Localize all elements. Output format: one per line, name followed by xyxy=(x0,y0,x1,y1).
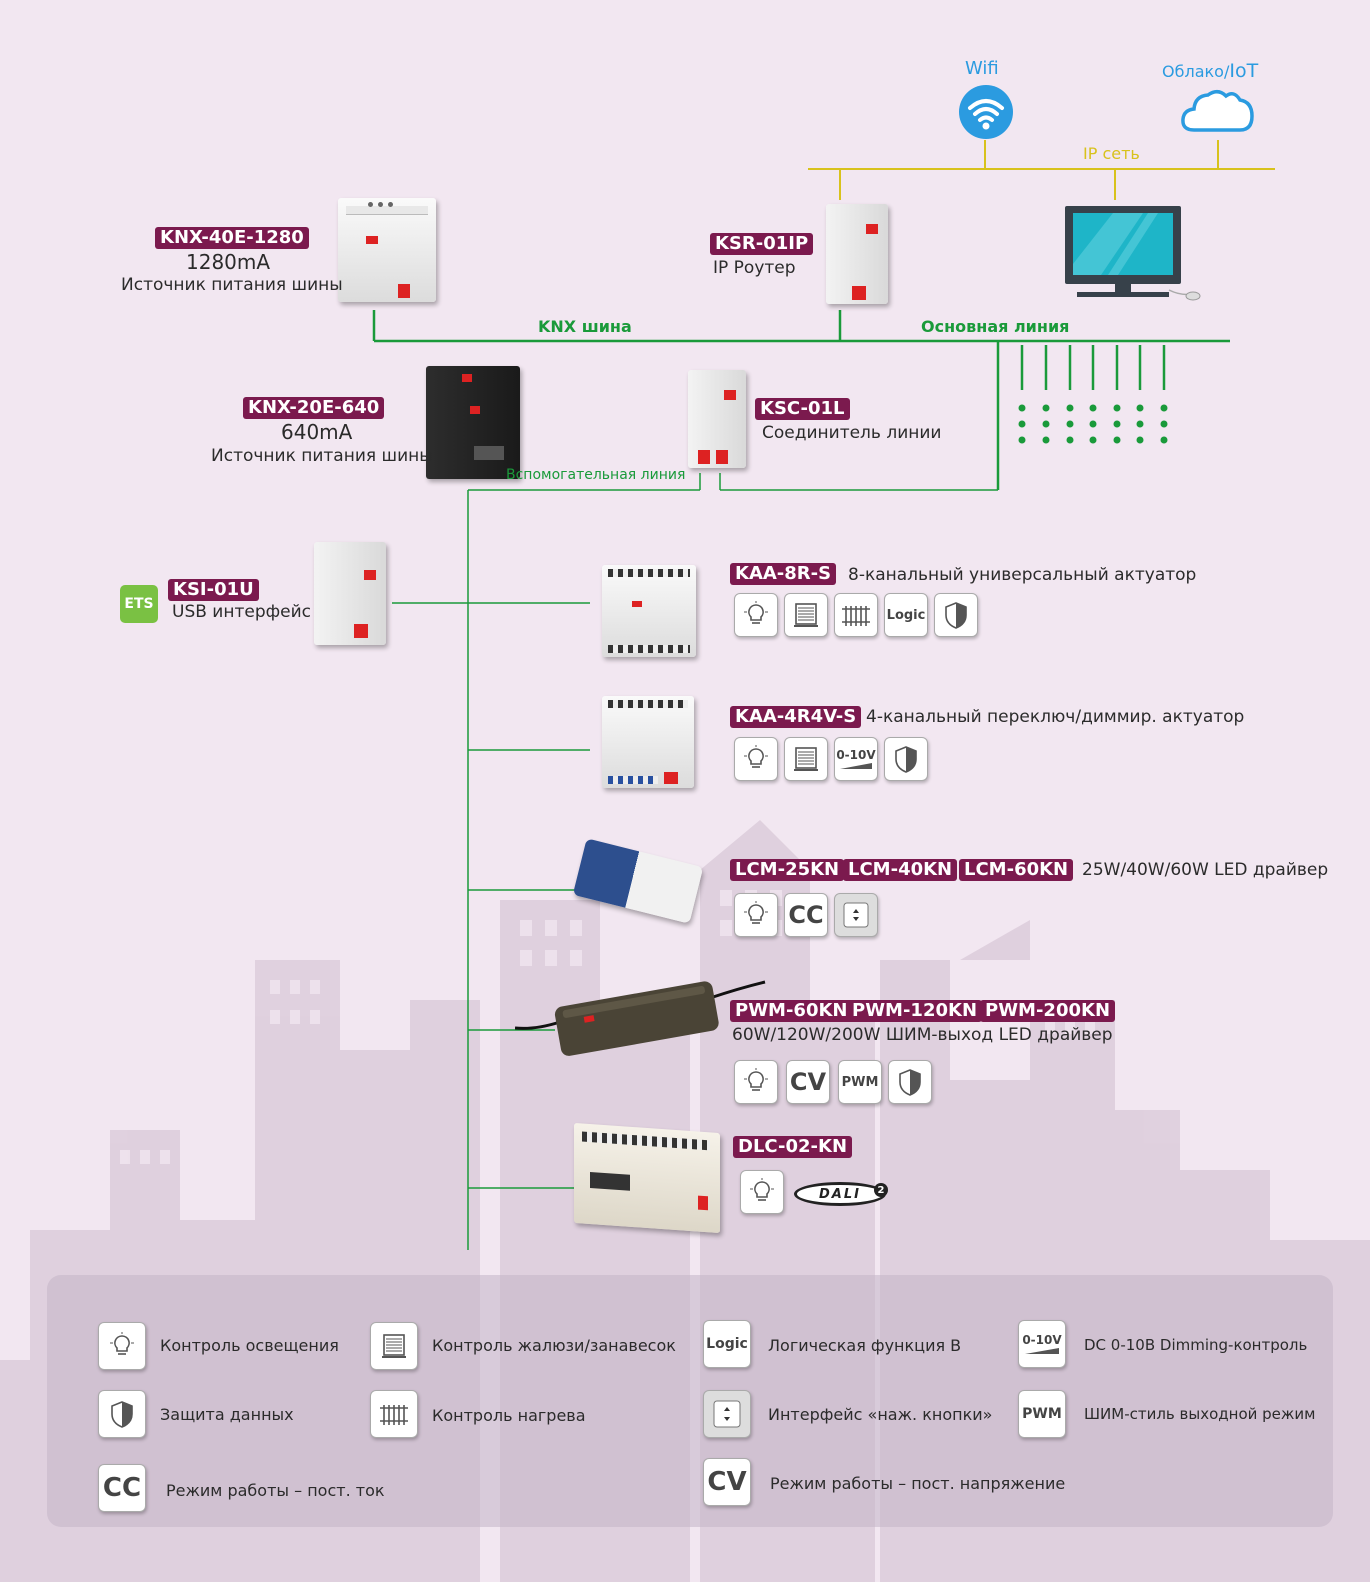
ksi-01u-description: USB интерфейс xyxy=(172,602,312,622)
lcm-60kn-model-tag: LCM-60KN xyxy=(959,859,1074,881)
legend-light-icon xyxy=(98,1322,146,1370)
ksi-01u-model-tag: KSI-01U xyxy=(168,579,259,601)
cloud-icon xyxy=(1181,90,1254,132)
ksc-01l-model-tag: KSC-01L xyxy=(755,398,850,420)
pwm-60kn-model-tag: PWM-60KN xyxy=(730,1000,853,1022)
knx-bus-label: KNX шина xyxy=(538,317,632,336)
kaa-4r4v-s-device-image xyxy=(602,696,694,788)
pwm-description: 60W/120W/200W ШИМ-выход LED драйвер xyxy=(732,1025,1113,1045)
knx-40e-1280-model-tag: KNX-40E-1280 xyxy=(155,227,309,249)
dlc-02-kn-model-tag: DLC-02-KN xyxy=(733,1136,853,1158)
ip-network-label: IP сеть xyxy=(1083,144,1140,163)
wifi-label: Wifi xyxy=(965,58,999,79)
pwm-led-driver-device-image xyxy=(515,980,766,1056)
pwm-200kn-model-tag: PWM-200KN xyxy=(980,1000,1116,1022)
knx-20e-640-current: 640mA xyxy=(281,420,353,444)
kaa-8r-s-model-tag: KAA-8R-S xyxy=(730,563,837,585)
legend-pwm-label: ШИМ-стиль выходной режим xyxy=(1084,1405,1316,1423)
knx-40e-1280-description: Источник питания шины xyxy=(121,275,343,295)
legend-cc-icon: CC xyxy=(98,1464,146,1512)
light-control-icon xyxy=(734,1060,778,1104)
lcm-25kn-model-tag: LCM-25KN xyxy=(730,859,845,881)
kaa-8r-s-device-image xyxy=(602,565,696,657)
knx-20e-640-model-tag: KNX-20E-640 xyxy=(243,397,385,419)
knx-40e-1280-current: 1280mA xyxy=(186,250,271,274)
light-control-icon xyxy=(734,893,778,937)
legend-button-icon xyxy=(703,1390,751,1438)
kaa-8r-s-description: 8-канальный универсальный актуатор xyxy=(848,565,1197,585)
logic-function-icon: Logic xyxy=(884,593,928,637)
legend-security-icon xyxy=(98,1390,146,1438)
legend-pwm-icon: PWM xyxy=(1018,1390,1066,1438)
legend-cv-label: Режим работы – пост. напряжение xyxy=(770,1474,1066,1493)
dlc-02-kn-device-image xyxy=(574,1122,720,1234)
legend-button-label: Интерфейс «наж. кнопки» xyxy=(768,1405,993,1424)
lcm-description: 25W/40W/60W LED драйвер xyxy=(1082,860,1329,880)
light-control-icon xyxy=(740,1170,784,1214)
security-shield-icon xyxy=(888,1060,932,1104)
security-shield-icon xyxy=(884,737,928,781)
legend-blinds-icon xyxy=(370,1322,418,1370)
push-button-interface-icon xyxy=(834,893,878,937)
lcm-40kn-model-tag: LCM-40KN xyxy=(843,859,958,881)
light-control-icon xyxy=(734,737,778,781)
ksr-01ip-description: IP Роутер xyxy=(713,258,796,278)
kaa-4r4v-s-description: 4-канальный переключ/диммир. актуатор xyxy=(866,707,1245,727)
blinds-control-icon xyxy=(784,593,828,637)
legend-heating-icon xyxy=(370,1390,418,1438)
knx-20e-640-description: Источник питания шины xyxy=(211,446,433,466)
legend-security-label: Защита данных xyxy=(160,1405,294,1424)
legend-cv-icon: CV xyxy=(703,1458,751,1506)
dali2-version-badge: 2 xyxy=(874,1183,888,1197)
constant-current-icon: CC xyxy=(784,893,828,937)
legend-heating-label: Контроль нагрева xyxy=(432,1406,586,1425)
ksi-01u-device-image xyxy=(314,542,386,645)
ksc-01l-device-image xyxy=(688,370,746,468)
legend-light-label: Контроль освещения xyxy=(160,1336,339,1355)
legend-dimming-icon: 0-10V xyxy=(1018,1320,1066,1368)
ksc-01l-description: Соединитель линии xyxy=(762,423,942,443)
security-shield-icon xyxy=(934,593,978,637)
knx-20e-640-device-image xyxy=(426,366,520,479)
heating-control-icon xyxy=(834,593,878,637)
ksr-01ip-model-tag: KSR-01IP xyxy=(710,233,814,255)
blinds-control-icon xyxy=(784,737,828,781)
legend-logic-label: Логическая функция В xyxy=(768,1336,962,1355)
constant-voltage-icon: CV xyxy=(786,1060,830,1104)
ets-logo: ETS xyxy=(120,585,158,623)
monitor-icon xyxy=(1065,206,1201,301)
legend-dimming-label: DC 0-10В Dimming-контроль xyxy=(1084,1336,1308,1354)
aux-line-label: Вспомогательная линия xyxy=(506,467,686,483)
ksr-01ip-device-image xyxy=(826,204,888,304)
dali2-logo: DALI xyxy=(794,1182,886,1206)
pwm-120kn-model-tag: PWM-120KN xyxy=(847,1000,983,1022)
pwm-output-icon: PWM xyxy=(838,1060,882,1104)
legend-blinds-label: Контроль жалюзи/занавесок xyxy=(432,1336,676,1355)
legend-logic-icon: Logic xyxy=(703,1320,751,1368)
wifi-icon xyxy=(959,85,1013,139)
legend-cc-label: Режим работы – пост. ток xyxy=(166,1481,385,1500)
dimming-0-10v-icon: 0-10V xyxy=(834,737,878,781)
legend-panel xyxy=(47,1275,1333,1527)
knx-40e-1280-device-image xyxy=(338,198,436,302)
main-line-label: Основная линия xyxy=(921,317,1070,336)
light-control-icon xyxy=(734,593,778,637)
cloud-label: Облако/IoT xyxy=(1162,60,1259,82)
kaa-4r4v-s-model-tag: KAA-4R4V-S xyxy=(730,706,862,728)
